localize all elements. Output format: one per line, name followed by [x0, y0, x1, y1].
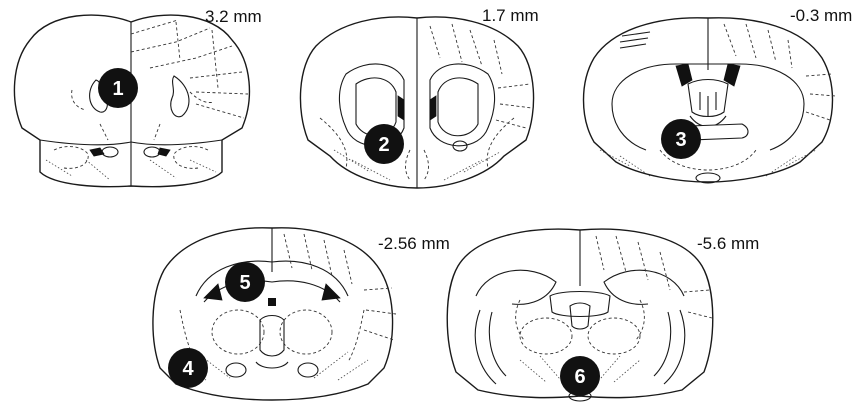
section-level-label-minus-5-6mm: -5.6 mm — [697, 234, 759, 253]
marker-6: 6 — [560, 356, 600, 396]
marker-number-1: 1 — [112, 78, 123, 100]
marker-number-4: 4 — [182, 358, 194, 380]
marker-number-2: 2 — [378, 134, 389, 156]
marker-2: 2 — [364, 124, 404, 164]
section-minus-0-3mm: -0.3 mm — [584, 6, 853, 183]
section-level-label-3-2mm: 3.2 mm — [205, 7, 262, 26]
marker-number-6: 6 — [574, 366, 585, 388]
section-level-label-minus-0-3mm: -0.3 mm — [790, 6, 852, 25]
marker-1: 1 — [98, 68, 138, 108]
marker-4: 4 — [168, 348, 208, 388]
section-3-2mm: 3.2 mm — [14, 7, 261, 187]
section-level-label-1-7mm: 1.7 mm — [482, 6, 539, 25]
marker-number-3: 3 — [675, 129, 686, 151]
marker-5: 5 — [225, 262, 265, 302]
marker-3: 3 — [661, 119, 701, 159]
section-1-7mm: 1.7 mm — [300, 6, 538, 188]
section-minus-5-6mm: -5.6 mm — [447, 229, 759, 401]
marker-number-5: 5 — [239, 272, 250, 294]
section-level-label-minus-2-56mm: -2.56 mm — [378, 234, 450, 253]
